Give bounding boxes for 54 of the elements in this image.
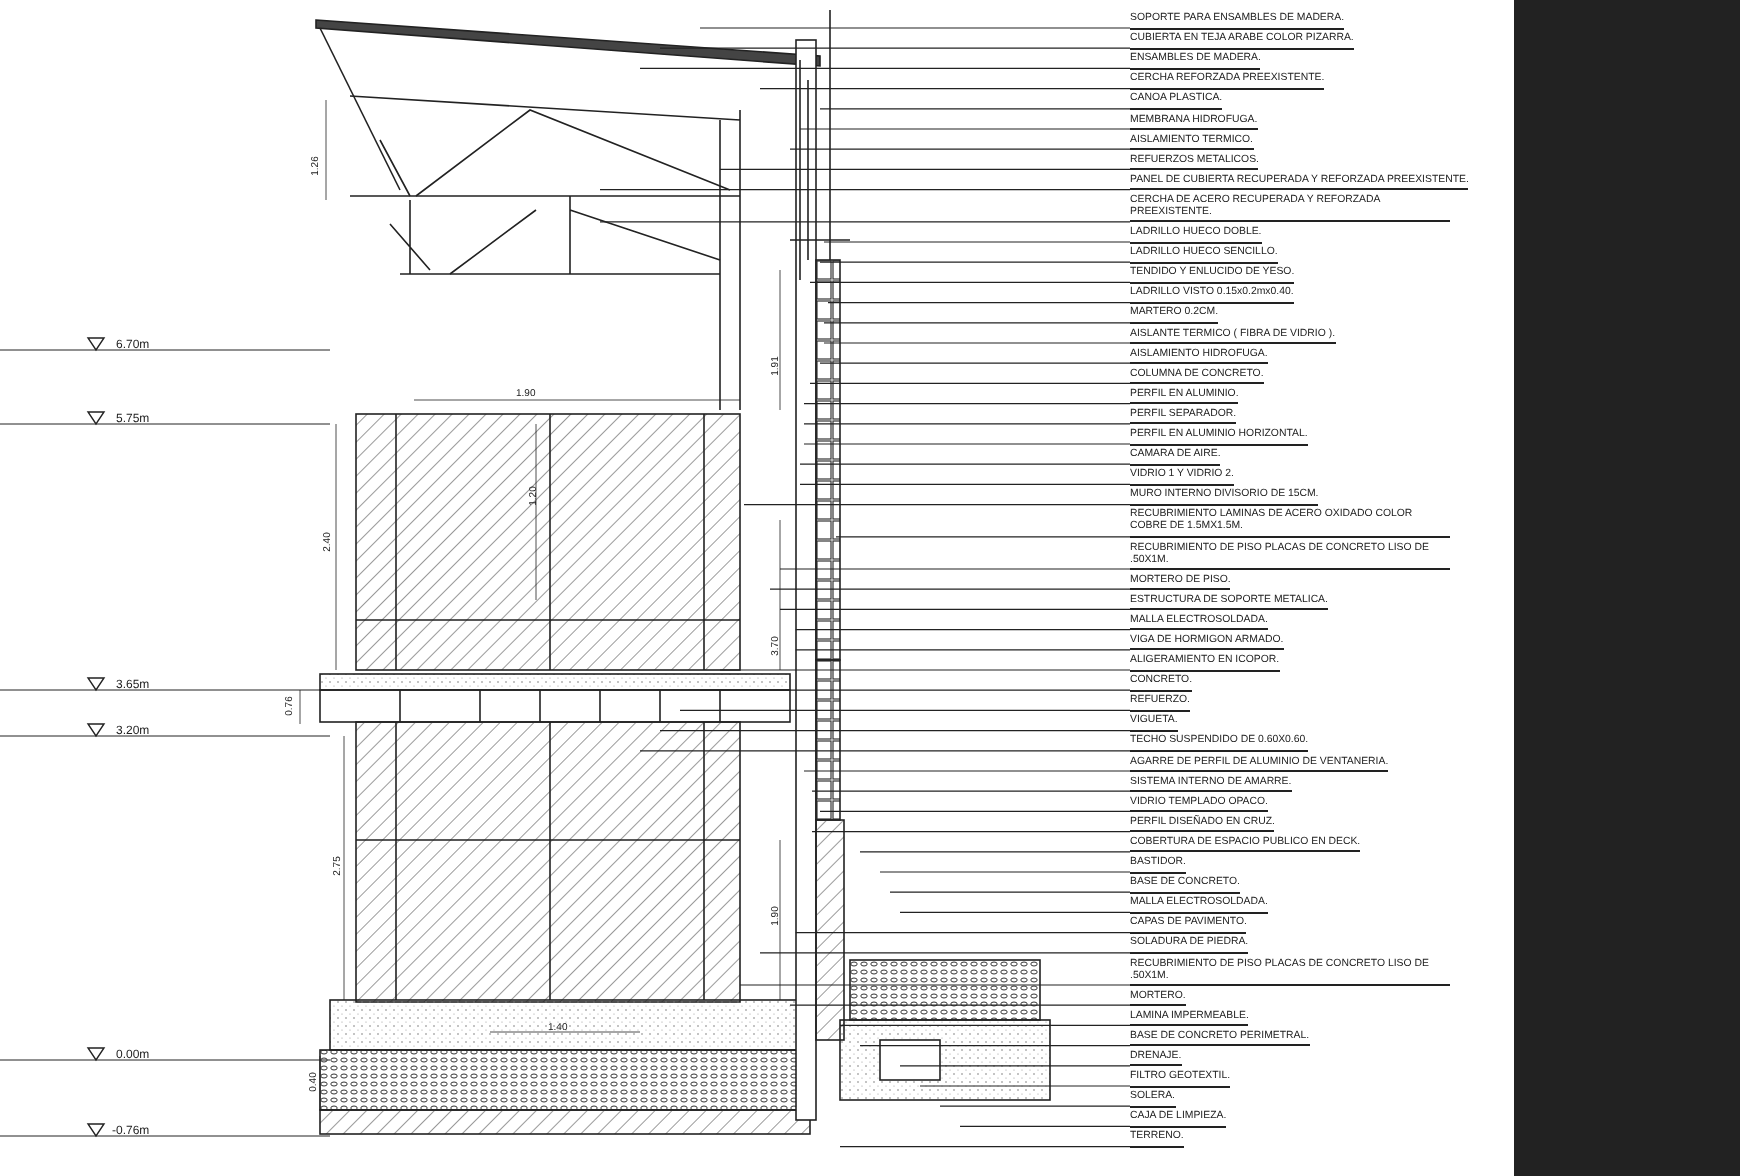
leader-line [739, 984, 1131, 986]
leader-line [795, 629, 1131, 631]
leader-line [699, 27, 1131, 29]
leader-line [819, 261, 1131, 263]
leader-line [799, 483, 1131, 485]
leader-line [599, 189, 1131, 191]
leader-line [823, 342, 1131, 344]
leader-line [919, 1085, 1131, 1087]
leader-line [859, 1045, 1131, 1047]
leader-line [803, 423, 1131, 425]
leader-line [799, 463, 1131, 465]
leader-line [659, 730, 1131, 732]
leader-line [789, 148, 1131, 150]
leader-line [719, 168, 1131, 170]
leader-line [719, 669, 1131, 671]
leader-line [799, 128, 1131, 130]
leader-line [639, 67, 1131, 69]
leader-line [769, 588, 1131, 590]
leader-line [811, 831, 1131, 833]
leader-line [599, 221, 1131, 223]
leader-line [839, 1024, 1131, 1026]
leader-line [819, 108, 1131, 110]
leader-line [795, 649, 1131, 651]
leader-line [899, 911, 1131, 913]
leader-line [789, 1004, 1131, 1006]
leader-line [899, 1065, 1131, 1067]
leader-line [779, 608, 1131, 610]
leader-line [759, 88, 1131, 90]
leader-line [819, 810, 1131, 812]
leader-line [809, 382, 1131, 384]
leader-line [803, 443, 1131, 445]
leader-line [639, 750, 1131, 752]
leader-line [809, 281, 1131, 283]
leader-line [959, 1125, 1131, 1127]
leader-line [795, 932, 1131, 934]
leader-line [823, 322, 1131, 324]
leader-line [679, 709, 1131, 711]
leader-line [759, 952, 1131, 954]
leader-line [823, 241, 1131, 243]
leader-line [803, 403, 1131, 405]
leader-line [699, 689, 1131, 691]
leader-line [779, 568, 1131, 570]
leader-line [827, 302, 1131, 304]
leader-line [835, 536, 1131, 538]
leader-line [819, 362, 1131, 364]
leader-line [879, 871, 1131, 873]
leader-line [811, 790, 1131, 792]
leader-line [859, 851, 1131, 853]
leader-line [743, 504, 1131, 506]
leader-line [659, 47, 1131, 49]
leader-line [839, 1146, 1131, 1148]
leader-line [803, 770, 1131, 772]
leader-line [889, 891, 1131, 893]
leader-line [939, 1105, 1131, 1107]
